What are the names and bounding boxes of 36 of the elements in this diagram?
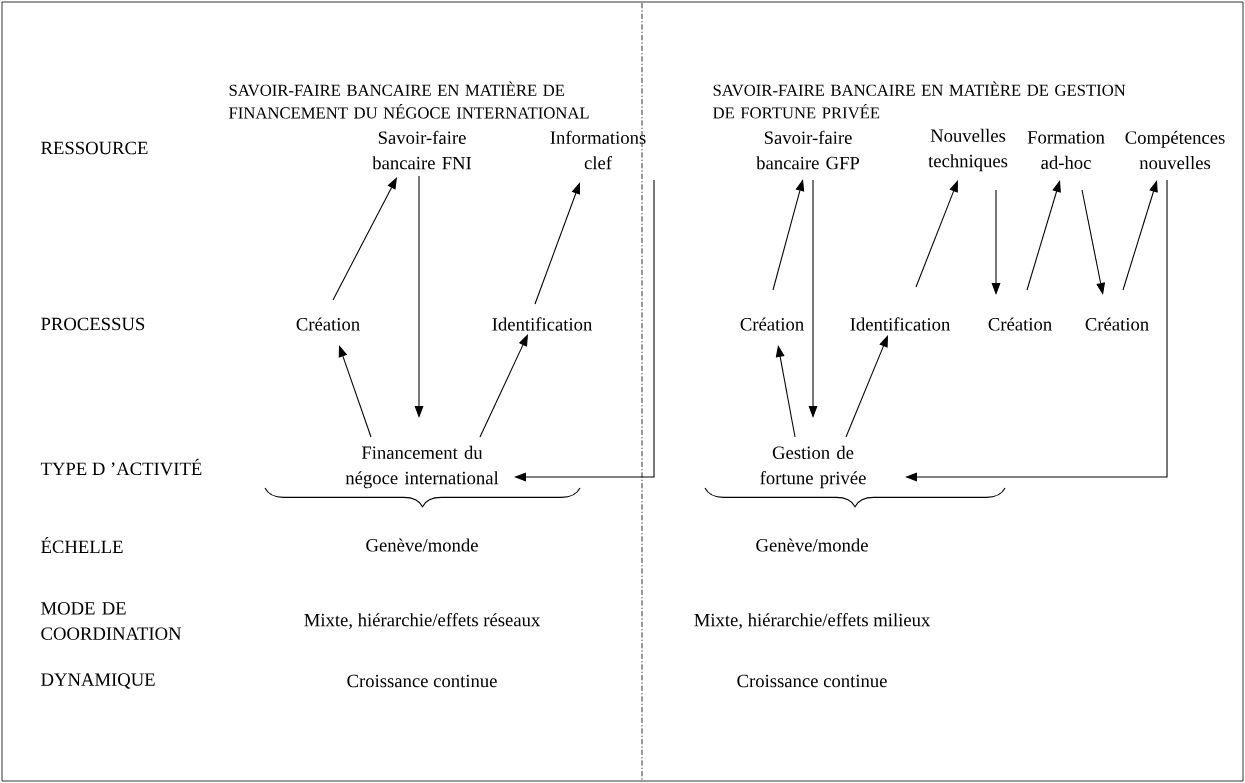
text-label: Gestion de fortune privée bbox=[760, 445, 866, 489]
text-label: Compétences nouvelles bbox=[1125, 130, 1225, 170]
text-label: Création bbox=[988, 317, 1052, 331]
row-label: RESSOURCE bbox=[41, 141, 148, 155]
text-label: Formation ad-hoc bbox=[1027, 131, 1105, 169]
arrow bbox=[479, 334, 528, 438]
text-label: Création bbox=[296, 317, 360, 331]
text-label: Savoir-faire bancaire FNI bbox=[372, 130, 472, 170]
arrow bbox=[845, 335, 888, 438]
cell-text: Mixte, hiérarchie/effets milieux bbox=[694, 613, 931, 629]
text-label: Savoir-faire bancaire GFP bbox=[756, 130, 860, 170]
text-label: Informations clef bbox=[550, 130, 646, 170]
arrow bbox=[534, 182, 581, 305]
column-heading: SAVOIR-FAIRE BANCAIRE EN MATIÈRE DE GESTION DE FORTUNE PRIVÉE bbox=[713, 81, 1126, 119]
cell-text: Croissance continue bbox=[347, 674, 497, 688]
arrow bbox=[332, 177, 397, 301]
column-heading: SAVOIR-FAIRE BANCAIRE EN MATIÈRE DE FINANCEMENT DU NÉGOCE INTERNATIONAL bbox=[229, 81, 589, 119]
text-label: Nouvelles techniques bbox=[928, 128, 1008, 172]
cell-text: Croissance continue bbox=[737, 674, 887, 688]
text-label: Création bbox=[1085, 317, 1149, 331]
arrow bbox=[1026, 180, 1061, 291]
arrow bbox=[915, 180, 958, 288]
arrow bbox=[338, 345, 372, 438]
text-label: Création bbox=[740, 317, 804, 331]
row-label: PROCESSUS bbox=[41, 317, 145, 331]
text-label: Financement du négoce international bbox=[345, 445, 499, 489]
row-label: ÉCHELLE bbox=[41, 536, 123, 554]
cell-text: Genève/monde bbox=[756, 538, 868, 552]
cell-text: Genève/monde bbox=[366, 538, 478, 552]
text-label: Identification bbox=[850, 317, 951, 331]
row-label: DYNAMIQUE bbox=[41, 673, 155, 689]
cell-text: Mixte, hiérarchie/effets réseaux bbox=[304, 613, 541, 629]
arrow bbox=[1122, 180, 1158, 291]
row-label: TYPE D ’ACTIVITÉ bbox=[40, 458, 202, 476]
text-label: Identification bbox=[492, 317, 593, 331]
row-label: MODE DE COORDINATION bbox=[41, 602, 182, 640]
